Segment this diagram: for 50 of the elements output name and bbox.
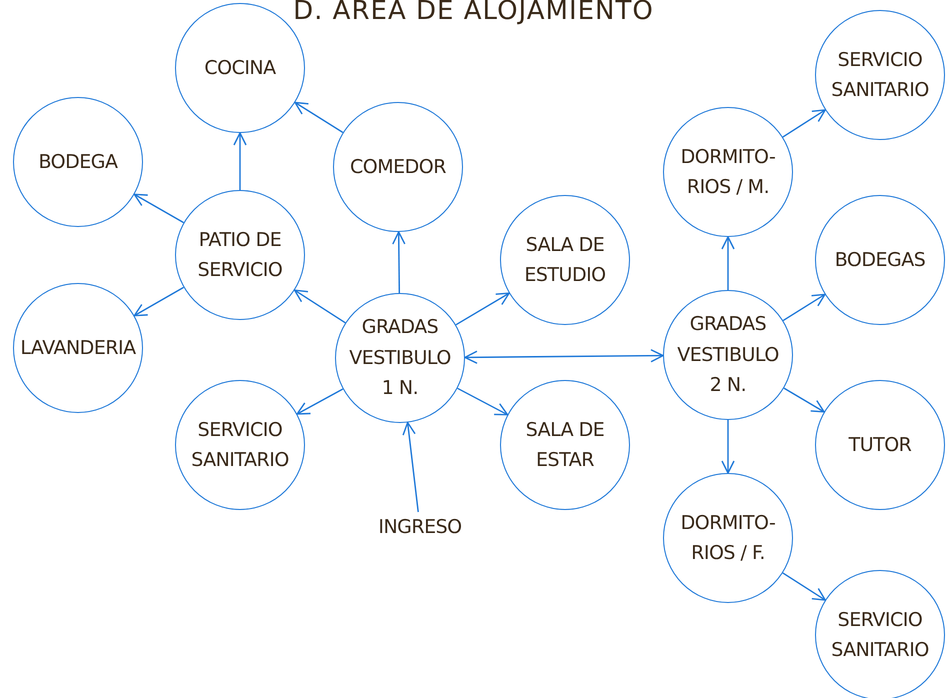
space-name: SERVICIO SANITARIO [190, 418, 290, 473]
arrow [721, 420, 735, 474]
arrow [392, 231, 406, 294]
space-name: INGRESO [377, 514, 463, 540]
arrow [464, 349, 664, 364]
space-name: COMEDOR [349, 154, 447, 180]
space-circle [13, 283, 143, 413]
arrow [134, 286, 184, 316]
arrow [456, 292, 510, 326]
arrow [233, 132, 247, 190]
space-circle [815, 570, 945, 698]
arrow [294, 289, 346, 324]
space-name: GRADAS VESTIBULO 1 N. [348, 315, 452, 402]
space-circle [333, 102, 463, 232]
arrow [784, 388, 825, 413]
arrow [294, 102, 344, 134]
arrow [457, 388, 508, 416]
arrow [782, 109, 826, 138]
space-circle [663, 473, 793, 603]
arrow [782, 294, 826, 322]
space-name: SALA DE ESTAR [524, 418, 606, 473]
space-circle [175, 190, 305, 320]
space-name: DORMITO- RIOS / M. [680, 144, 776, 200]
space-circle [500, 195, 630, 325]
space-name: SALA DE ESTUDIO [523, 232, 607, 288]
space-name: GRADAS VESTIBULO 2 N. [676, 312, 780, 398]
space-circle [815, 10, 945, 140]
space-circle [175, 380, 305, 510]
space-name: TUTOR [848, 432, 912, 458]
space-name: SERVICIO SANITARIO [830, 608, 930, 663]
arrow [402, 422, 419, 512]
space-circle [663, 107, 793, 237]
space-name: BODEGAS [834, 248, 926, 273]
space-circle [815, 380, 945, 510]
space-name: DORMITO- RIOS / F. [680, 510, 776, 566]
diagram-title: D. AREA DE ALOJAMIENTO [292, 0, 655, 26]
space-name: PATIO DE SERVICIO [196, 228, 284, 283]
space-name: COCINA [203, 56, 277, 81]
arrow [296, 388, 344, 415]
space-circle [663, 290, 793, 420]
space-circle [335, 293, 465, 423]
space-name: LAVANDERIA [19, 336, 137, 361]
space-name: BODEGA [37, 150, 119, 175]
space-circle [13, 97, 143, 227]
arrow [134, 194, 184, 224]
arrow [721, 236, 735, 290]
arrow [782, 572, 826, 601]
space-name: SERVICIO SANITARIO [830, 48, 930, 103]
space-circle [500, 380, 630, 510]
space-circle [815, 195, 945, 325]
